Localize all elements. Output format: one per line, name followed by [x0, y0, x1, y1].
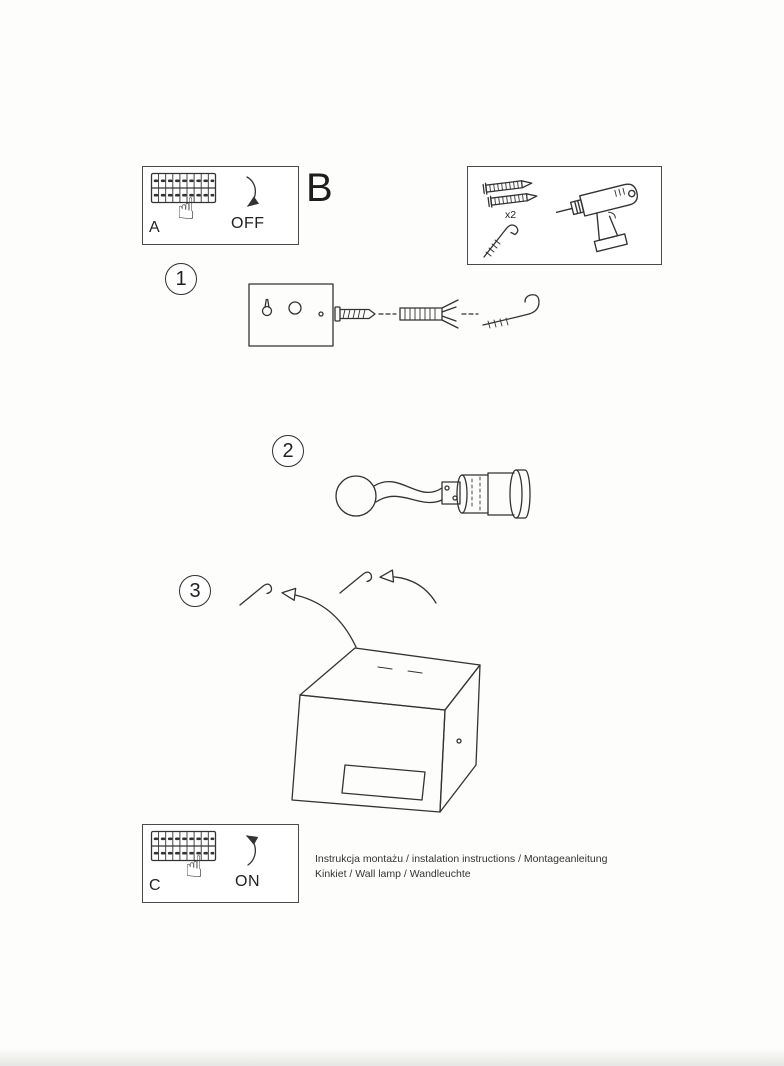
step-3-badge: 3	[179, 575, 211, 607]
curved-arrow-icon	[379, 569, 437, 604]
hook-screw-icon	[482, 294, 540, 329]
switch-on-arrow-icon	[245, 835, 259, 866]
step-1-diagram	[248, 283, 540, 347]
toolbox-panel: x2	[467, 166, 662, 265]
terminal-block-icon	[441, 481, 461, 505]
switch-off-arrow-icon	[246, 176, 260, 207]
step-c-panel: ☝ ON C	[142, 824, 299, 903]
hook-screw-icon	[483, 224, 519, 258]
mounting-plate-icon	[248, 283, 334, 347]
step-a-panel: ☝ OFF A	[142, 166, 299, 245]
pointing-hand-icon: ☝	[185, 850, 204, 885]
curved-arrow-icon	[281, 587, 357, 648]
screw-icon	[334, 306, 376, 322]
footer-line-1: Instrukcja montażu / instalation instruc…	[315, 853, 608, 865]
breaker-panel-icon	[150, 830, 217, 862]
anchor-count-label: x2	[505, 209, 517, 221]
step-2-diagram	[335, 469, 531, 519]
drill-icon	[556, 183, 638, 253]
step-3-diagram	[239, 569, 481, 813]
step-2-badge: 2	[272, 435, 304, 467]
step-a-letter: A	[149, 219, 160, 236]
step-1-badge: 1	[165, 263, 197, 295]
footer-text: Instrukcja montażu / instalation instruc…	[315, 852, 607, 882]
hook-icon	[339, 571, 373, 594]
expanded-anchor-icon	[399, 299, 459, 329]
breaker-panel-icon	[150, 172, 217, 204]
cube-lamp-icon	[291, 647, 481, 813]
hook-icon	[239, 583, 273, 606]
wall-anchor-icon	[482, 180, 533, 195]
on-label: ON	[235, 873, 260, 890]
lamp-socket-icon	[456, 469, 531, 519]
off-label: OFF	[231, 215, 265, 232]
wall-anchor-icon	[487, 193, 538, 208]
step-b-letter: B	[306, 166, 333, 210]
step-c-letter: C	[149, 877, 161, 894]
pointing-hand-icon: ☝	[177, 192, 196, 227]
footer-line-2: Kinkiet / Wall lamp / Wandleuchte	[315, 868, 471, 880]
wire-loop-icon	[335, 475, 443, 517]
